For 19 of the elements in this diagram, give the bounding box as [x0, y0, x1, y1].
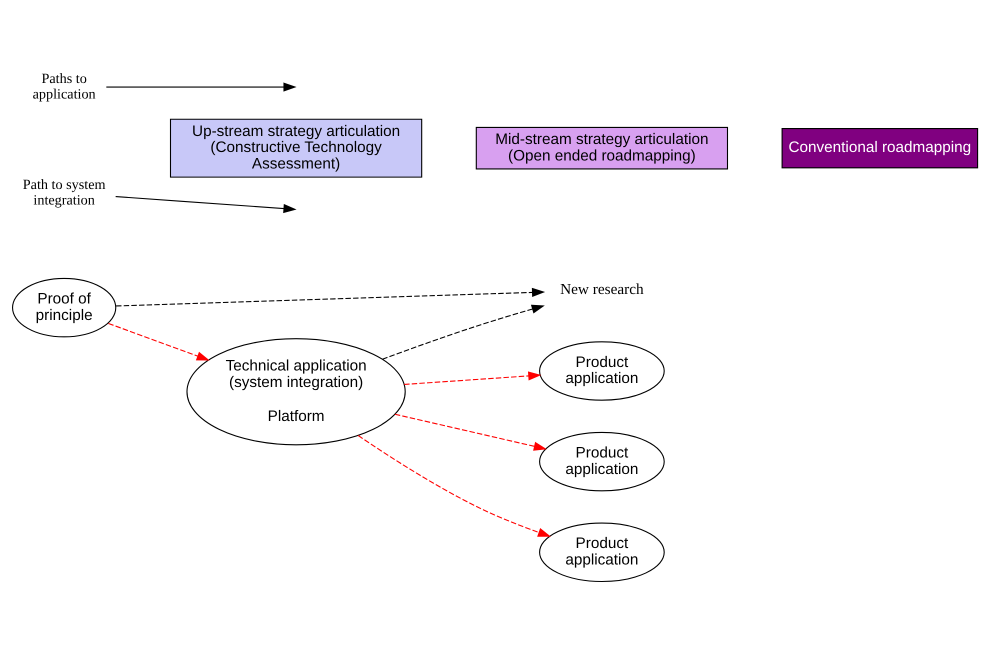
arrow	[116, 287, 546, 306]
arrow	[358, 434, 552, 536]
node-text: Path to system integration	[22, 176, 106, 208]
node-ellipse: Product application	[539, 522, 665, 582]
node-text: Paths to application	[32, 70, 96, 102]
node-box: Up-stream strategy articulation (Constructive Technology Assessment)	[170, 118, 422, 178]
node-box: Mid-stream strategy articulation (Open ended roadmapping)	[476, 126, 728, 169]
arrow	[404, 370, 542, 384]
node-ellipse: Proof of principle	[12, 277, 116, 337]
node-ellipse: Technical application (system integration) Platform	[186, 338, 406, 445]
arrow	[106, 82, 297, 92]
arrow	[394, 413, 547, 450]
node-text: New research	[560, 280, 644, 298]
arrow	[116, 196, 297, 213]
node-box: Conventional roadmapping	[782, 127, 978, 168]
arrow	[382, 304, 545, 360]
node-ellipse: Product application	[539, 340, 665, 400]
node-ellipse: Product application	[539, 431, 665, 491]
arrow	[108, 322, 210, 360]
